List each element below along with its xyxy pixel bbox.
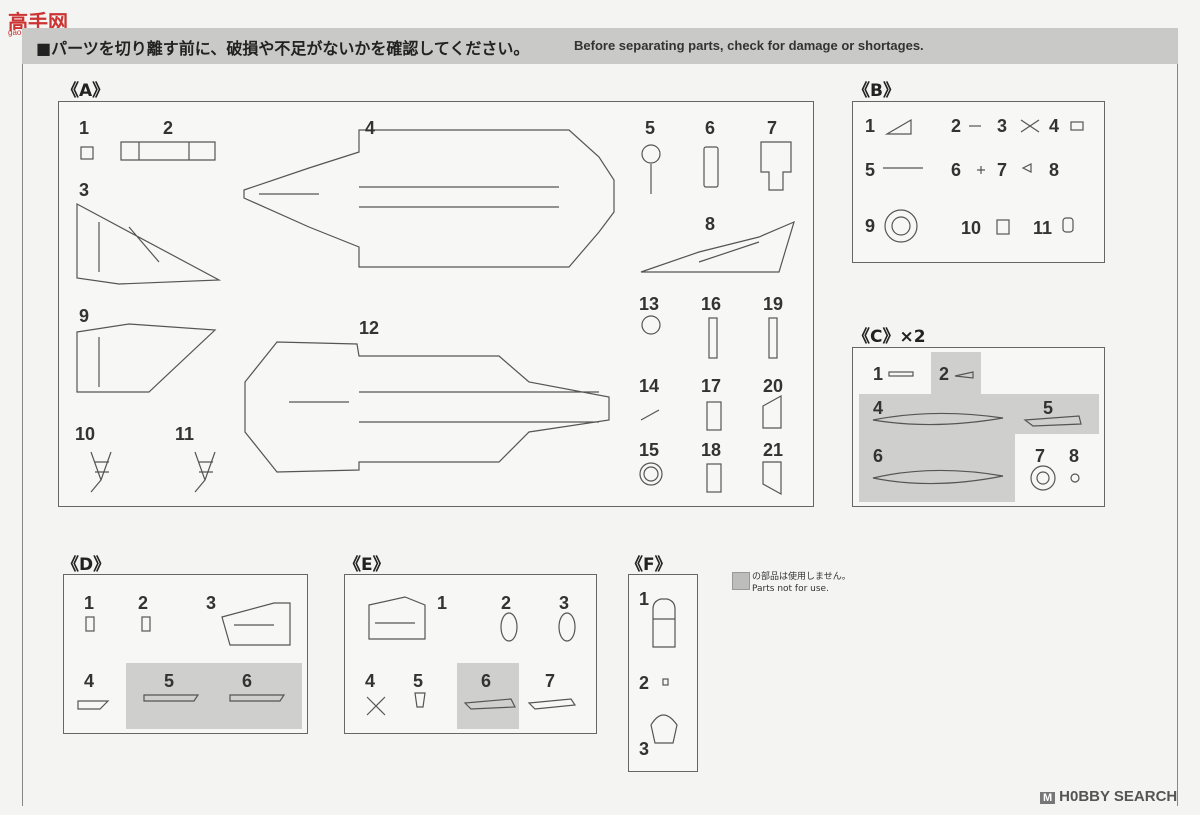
part-a13: 13 bbox=[639, 294, 660, 314]
legend-swatch bbox=[732, 572, 750, 590]
part-e5: 5 bbox=[413, 671, 424, 691]
part-a7: 7 bbox=[767, 118, 778, 138]
sheet-e-title: 《E》 bbox=[344, 555, 390, 575]
part-c7: 7 bbox=[1035, 446, 1046, 466]
part-e4: 4 bbox=[365, 671, 376, 691]
part-a5: 5 bbox=[645, 118, 656, 138]
part-b4: 4 bbox=[1049, 116, 1060, 136]
part-e2: 2 bbox=[501, 593, 512, 613]
part-a9: 9 bbox=[79, 306, 90, 326]
frame-left bbox=[22, 64, 23, 806]
logo-bottom-text: H0BBY SEARCH bbox=[1059, 788, 1178, 805]
sheet-e: 1 2 3 4 5 6 7 bbox=[344, 574, 597, 734]
header-jp: ■パーツを切り離す前に、破損や不足がないかを確認してください。 bbox=[36, 39, 530, 58]
part-b2: 2 bbox=[951, 116, 962, 136]
legend-en: Parts not for use. bbox=[752, 584, 829, 594]
part-e1: 1 bbox=[437, 593, 448, 613]
part-a21: 21 bbox=[763, 440, 784, 460]
sheet-f-parts bbox=[650, 598, 678, 744]
part-a15: 15 bbox=[639, 440, 660, 460]
logo-badge: M bbox=[1040, 792, 1056, 804]
part-a2: 2 bbox=[163, 118, 174, 138]
part-b10: 10 bbox=[961, 218, 982, 238]
part-c4: 4 bbox=[873, 398, 884, 418]
part-a6: 6 bbox=[705, 118, 716, 138]
frame-right bbox=[1177, 64, 1178, 806]
part-f3: 3 bbox=[639, 739, 650, 759]
sheet-a-title: 《A》 bbox=[62, 81, 110, 101]
part-d1: 1 bbox=[84, 593, 95, 613]
part-a4: 4 bbox=[365, 118, 376, 138]
part-a18: 18 bbox=[701, 440, 722, 460]
part-b8: 8 bbox=[1049, 160, 1060, 180]
part-e3: 3 bbox=[559, 593, 570, 613]
sheet-e-parts bbox=[366, 596, 577, 716]
part-a14: 14 bbox=[639, 376, 660, 396]
part-c2: 2 bbox=[939, 364, 950, 384]
part-a20: 20 bbox=[763, 376, 784, 396]
sheet-d-title: 《D》 bbox=[62, 555, 111, 575]
part-a1: 1 bbox=[79, 118, 90, 138]
sheet-c-title: 《C》×2 bbox=[853, 327, 926, 347]
part-b7: 7 bbox=[997, 160, 1008, 180]
part-a19: 19 bbox=[763, 294, 784, 314]
part-c8: 8 bbox=[1069, 446, 1080, 466]
part-d5: 5 bbox=[164, 671, 175, 691]
part-a17: 17 bbox=[701, 376, 722, 396]
part-f2: 2 bbox=[639, 673, 650, 693]
sheet-d: 1 2 3 4 5 6 bbox=[63, 574, 308, 734]
part-d3: 3 bbox=[206, 593, 217, 613]
part-b3: 3 bbox=[997, 116, 1008, 136]
part-c1: 1 bbox=[873, 364, 884, 384]
legend-jp: の部品は使用しません。 bbox=[752, 572, 851, 582]
part-a8: 8 bbox=[705, 214, 716, 234]
part-a10: 10 bbox=[75, 424, 96, 444]
part-e7: 7 bbox=[545, 671, 556, 691]
part-b9: 9 bbox=[865, 216, 876, 236]
sheet-a: 1 2 3 4 5 6 7 8 9 10 11 12 13 14 15 16 1… bbox=[58, 101, 814, 507]
sheet-b-title: 《B》 bbox=[853, 81, 900, 101]
part-a12: 12 bbox=[359, 318, 380, 338]
unused-area bbox=[126, 663, 302, 729]
header-en: Before separating parts, check for damag… bbox=[574, 38, 924, 53]
sheet-b: 1 2 3 4 5 6 7 8 9 10 11 bbox=[852, 101, 1105, 263]
part-a11: 11 bbox=[175, 424, 195, 444]
sheet-b-parts bbox=[883, 118, 1084, 243]
unused-area bbox=[457, 663, 519, 729]
sheet-d-parts bbox=[77, 602, 291, 710]
part-b11: 11 bbox=[1033, 218, 1053, 238]
unused-area bbox=[859, 394, 1099, 434]
part-b6: 6 bbox=[951, 160, 962, 180]
part-e6: 6 bbox=[481, 671, 492, 691]
part-b1: 1 bbox=[865, 116, 876, 136]
part-f1: 1 bbox=[639, 589, 650, 609]
part-a3: 3 bbox=[79, 180, 90, 200]
part-d6: 6 bbox=[242, 671, 253, 691]
part-d2: 2 bbox=[138, 593, 149, 613]
sheet-a-parts bbox=[76, 129, 795, 496]
sheet-f-title: 《F》 bbox=[626, 555, 672, 575]
sheet-c-parts bbox=[872, 371, 1082, 491]
part-c6: 6 bbox=[873, 446, 884, 466]
part-b5: 5 bbox=[865, 160, 876, 180]
part-d4: 4 bbox=[84, 671, 95, 691]
part-a16: 16 bbox=[701, 294, 722, 314]
part-c5: 5 bbox=[1043, 398, 1054, 418]
unused-area bbox=[859, 434, 1015, 502]
legend: の部品は使用しません。 Parts not for use. bbox=[752, 571, 851, 595]
sheet-f: 1 2 3 bbox=[628, 574, 698, 772]
sheet-c: 1 2 4 5 6 7 8 bbox=[852, 347, 1105, 507]
header-bar: ■パーツを切り離す前に、破損や不足がないかを確認してください。 Before s… bbox=[22, 28, 1178, 64]
